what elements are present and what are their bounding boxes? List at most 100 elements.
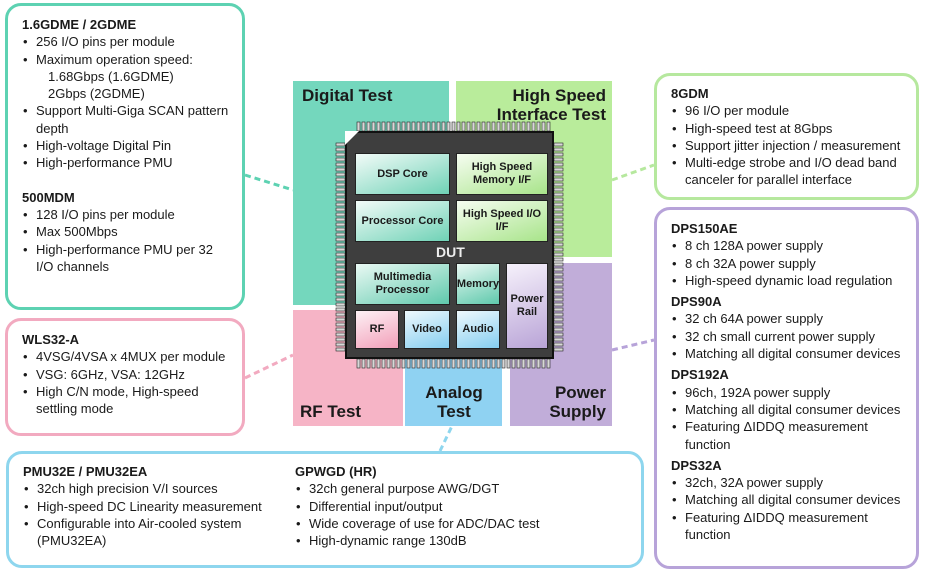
connector-rf: [244, 353, 294, 380]
chip-pin: [553, 222, 564, 227]
wls-item: High C/N mode, High-speed settling mode: [22, 383, 230, 418]
chip-pin: [411, 121, 416, 132]
dps-title: DPS32A: [671, 457, 722, 473]
chip-pin: [526, 358, 531, 369]
dps-item: 32 ch 64A power supply: [671, 310, 906, 328]
chip-pin: [335, 342, 346, 347]
chip-pin: [406, 358, 411, 369]
connector-highspeed: [611, 163, 655, 182]
chip-pin: [335, 157, 346, 162]
chip-pin: [553, 157, 564, 162]
chip-pin: [553, 147, 564, 152]
chip-pin: [335, 332, 346, 337]
chip-pin: [446, 121, 451, 132]
chip-pin: [335, 167, 346, 172]
chip-pin: [335, 242, 346, 247]
chip-pin: [553, 292, 564, 297]
gdme-list: 256 I/O pins per module Maximum operatio…: [22, 33, 230, 68]
chip-pin: [335, 197, 346, 202]
chip-pin: [335, 327, 346, 332]
chip-corner-notch: [345, 131, 359, 145]
mdm-item: High-performance PMU per 32 I/O channels: [22, 241, 230, 276]
chip-pin: [335, 302, 346, 307]
gpwgd-item: 32ch general purpose AWG/DGT: [295, 480, 625, 498]
chip-pin: [536, 121, 541, 132]
dut-label: DUT: [436, 244, 465, 260]
dps-list: 32ch, 32A power supply Matching all digi…: [671, 474, 906, 543]
chip-pin: [421, 121, 426, 132]
chip-pin: [456, 121, 461, 132]
mdm-item: Max 500Mbps: [22, 223, 230, 241]
chip-pin: [335, 147, 346, 152]
gdme-item: Maximum operation speed:: [22, 51, 230, 69]
chip-pin: [541, 121, 546, 132]
block-high-speed-memory-if: High Speed Memory I/F: [456, 153, 548, 195]
block-power-rail: Power Rail: [506, 263, 548, 349]
chip-pin: [491, 121, 496, 132]
chip-pin: [461, 358, 466, 369]
chip-pin: [366, 358, 371, 369]
wls-item: 4VSG/4VSA x 4MUX per module: [22, 348, 230, 366]
chip-pin: [371, 358, 376, 369]
chip-pin: [546, 121, 551, 132]
gdme-item: Support Multi-Giga SCAN pattern depth: [22, 102, 230, 137]
gdme-item: High-voltage Digital Pin: [22, 137, 230, 155]
chip-pin: [476, 358, 481, 369]
chip-pin: [526, 121, 531, 132]
chip-pin: [541, 358, 546, 369]
chip-pin: [335, 292, 346, 297]
chip-pin: [356, 358, 361, 369]
pmu-item: 32ch high precision V/I sources: [23, 480, 293, 498]
block-processor-core: Processor Core: [355, 200, 450, 242]
gdm-item: Support jitter injection / measurement: [671, 137, 906, 155]
mdm-list: 128 I/O pins per module Max 500Mbps High…: [22, 206, 230, 275]
chip-pin: [335, 232, 346, 237]
chip-pin: [481, 358, 486, 369]
chip-pin: [416, 121, 421, 132]
dps-item: Matching all digital consumer devices: [671, 401, 906, 419]
chip-pin: [553, 307, 564, 312]
chip-pin: [553, 227, 564, 232]
chip-pin: [553, 322, 564, 327]
chip-pin: [496, 358, 501, 369]
chip-pin: [553, 187, 564, 192]
chip-pin: [553, 287, 564, 292]
gdm-item: Multi-edge strobe and I/O dead band canc…: [671, 154, 906, 189]
chip-pin: [335, 347, 346, 352]
chip-pin: [553, 302, 564, 307]
connector-analog: [438, 425, 454, 452]
gdme-module-box: 1.6GDME / 2GDME 256 I/O pins per module …: [5, 3, 245, 310]
chip-pin: [391, 121, 396, 132]
mdm-title: 500MDM: [22, 189, 75, 205]
chip-pin: [531, 358, 536, 369]
chip-pin: [386, 358, 391, 369]
chip-pin: [335, 252, 346, 257]
chip-pin: [511, 358, 516, 369]
dps-item: 8 ch 128A power supply: [671, 237, 906, 255]
dps-item: Featuring ΔIDDQ measurement function: [671, 509, 906, 544]
chip-pin: [381, 121, 386, 132]
chip-pin: [335, 152, 346, 157]
block-memory: Memory: [456, 263, 500, 305]
chip-pin: [553, 257, 564, 262]
dps-item: Featuring ΔIDDQ measurement function: [671, 418, 906, 453]
chip-pin: [471, 121, 476, 132]
chip-pin: [506, 358, 511, 369]
pmu-item: Configurable into Air-cooled system (PMU…: [23, 515, 293, 550]
dps-module-box: DPS150AE 8 ch 128A power supply 8 ch 32A…: [654, 207, 919, 569]
gpwgd-column: GPWGD (HR) 32ch general purpose AWG/DGT …: [295, 463, 625, 550]
gpwgd-item: Wide coverage of use for ADC/DAC test: [295, 515, 625, 533]
dps-item: Matching all digital consumer devices: [671, 345, 906, 363]
chip-pin: [553, 347, 564, 352]
chip-pin: [553, 172, 564, 177]
chip-pin: [511, 121, 516, 132]
chip-pin: [376, 121, 381, 132]
chip-pin: [441, 121, 446, 132]
dps-item: 8 ch 32A power supply: [671, 255, 906, 273]
chip-pin: [531, 121, 536, 132]
gdm-title: 8GDM: [671, 86, 709, 101]
chip-pin: [335, 337, 346, 342]
dps-item: Matching all digital consumer devices: [671, 491, 906, 509]
block-multimedia-processor: Multimedia Processor: [355, 263, 450, 305]
